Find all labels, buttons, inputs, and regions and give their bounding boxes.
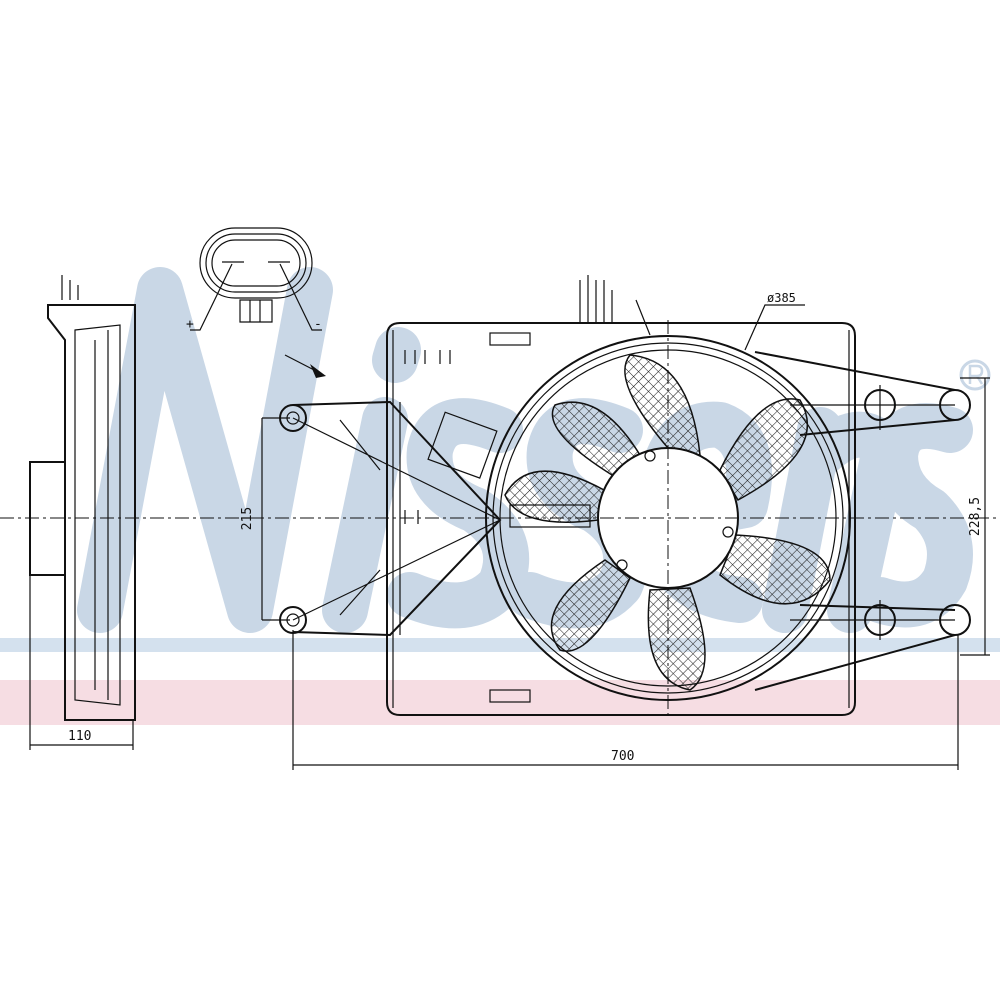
diameter-leader — [744, 304, 805, 351]
depth-dimension: 110 — [68, 729, 92, 744]
arrow-icon — [310, 364, 326, 378]
dimension-228-line — [960, 377, 990, 656]
dimension-700-line — [292, 630, 959, 770]
right-bracket — [754, 351, 971, 691]
dimension-215-line — [261, 417, 290, 621]
overall-width-label: 700 — [611, 749, 635, 764]
mount-height-right-label: 228,5 — [968, 496, 984, 537]
fan-diameter-label: ø385 — [767, 291, 796, 305]
watermark-blue-band — [0, 638, 1000, 652]
connector-detail — [190, 227, 326, 378]
minus-terminal-label: - — [314, 317, 322, 332]
registered-mark-icon — [959, 359, 991, 391]
side-view — [29, 275, 136, 750]
mount-height-left-label: 215 — [240, 506, 256, 531]
fan-shroud — [386, 275, 856, 716]
plus-terminal-label: + — [186, 317, 194, 332]
